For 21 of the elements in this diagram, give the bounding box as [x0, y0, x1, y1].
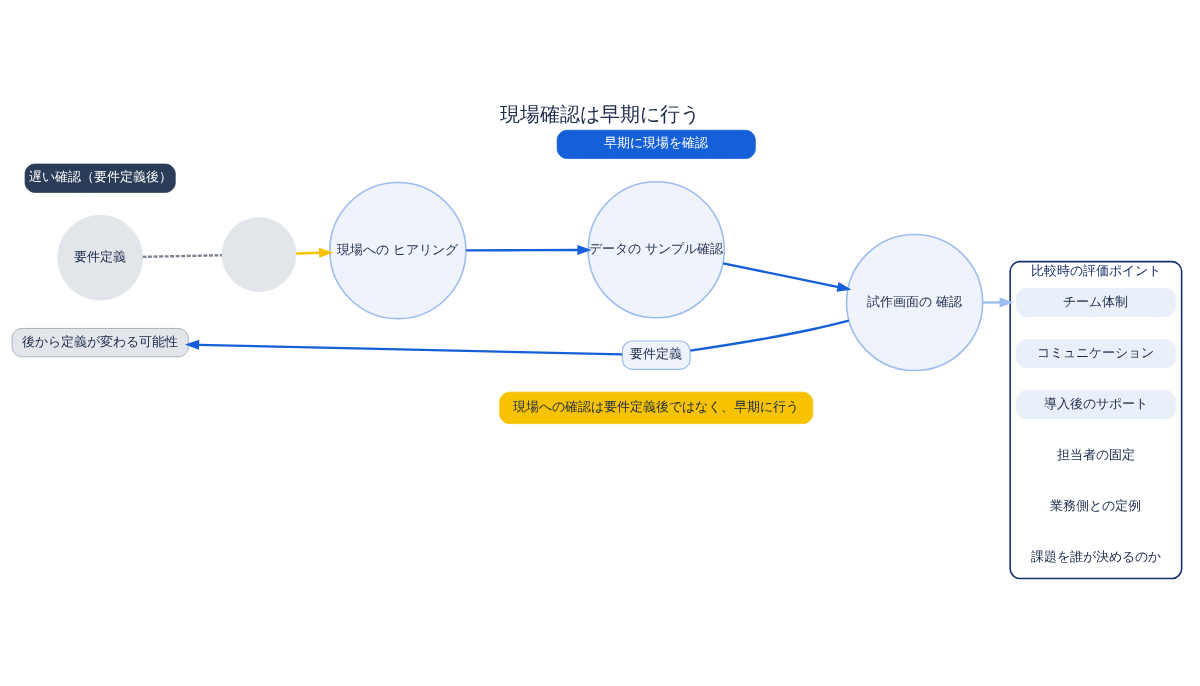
- arrow: [722, 262, 852, 292]
- node-circle: 現場への ヒアリング: [329, 181, 467, 320]
- node-box: 要件定義: [621, 340, 691, 370]
- node-circle: データの サンプル確認: [587, 180, 726, 319]
- node-text: 担当者の固定: [1056, 447, 1135, 463]
- node-box: 後から定義が変わる可能性: [11, 328, 189, 358]
- arrow: [466, 245, 592, 255]
- diagram-title: 現場確認は早期に行う: [500, 101, 700, 126]
- node-text: 課題を誰が決めるのか: [1030, 549, 1161, 565]
- node-box: 遅い確認（要件定義後）: [24, 163, 176, 193]
- node-box: 早期に現場を確認: [556, 129, 756, 159]
- connector: [142, 254, 222, 258]
- arrow: [184, 339, 623, 356]
- node-text: 業務側との定例: [1050, 498, 1142, 514]
- arrow: [296, 247, 334, 258]
- node-box: 現場への確認は要件定義後ではなく、早期に行う: [499, 391, 814, 424]
- node-circle: 要件定義: [57, 214, 144, 301]
- node-circle: 試作画面の 確認: [845, 233, 984, 372]
- connector: [690, 319, 850, 352]
- node-circle: [221, 217, 297, 292]
- arrow: [982, 297, 1014, 308]
